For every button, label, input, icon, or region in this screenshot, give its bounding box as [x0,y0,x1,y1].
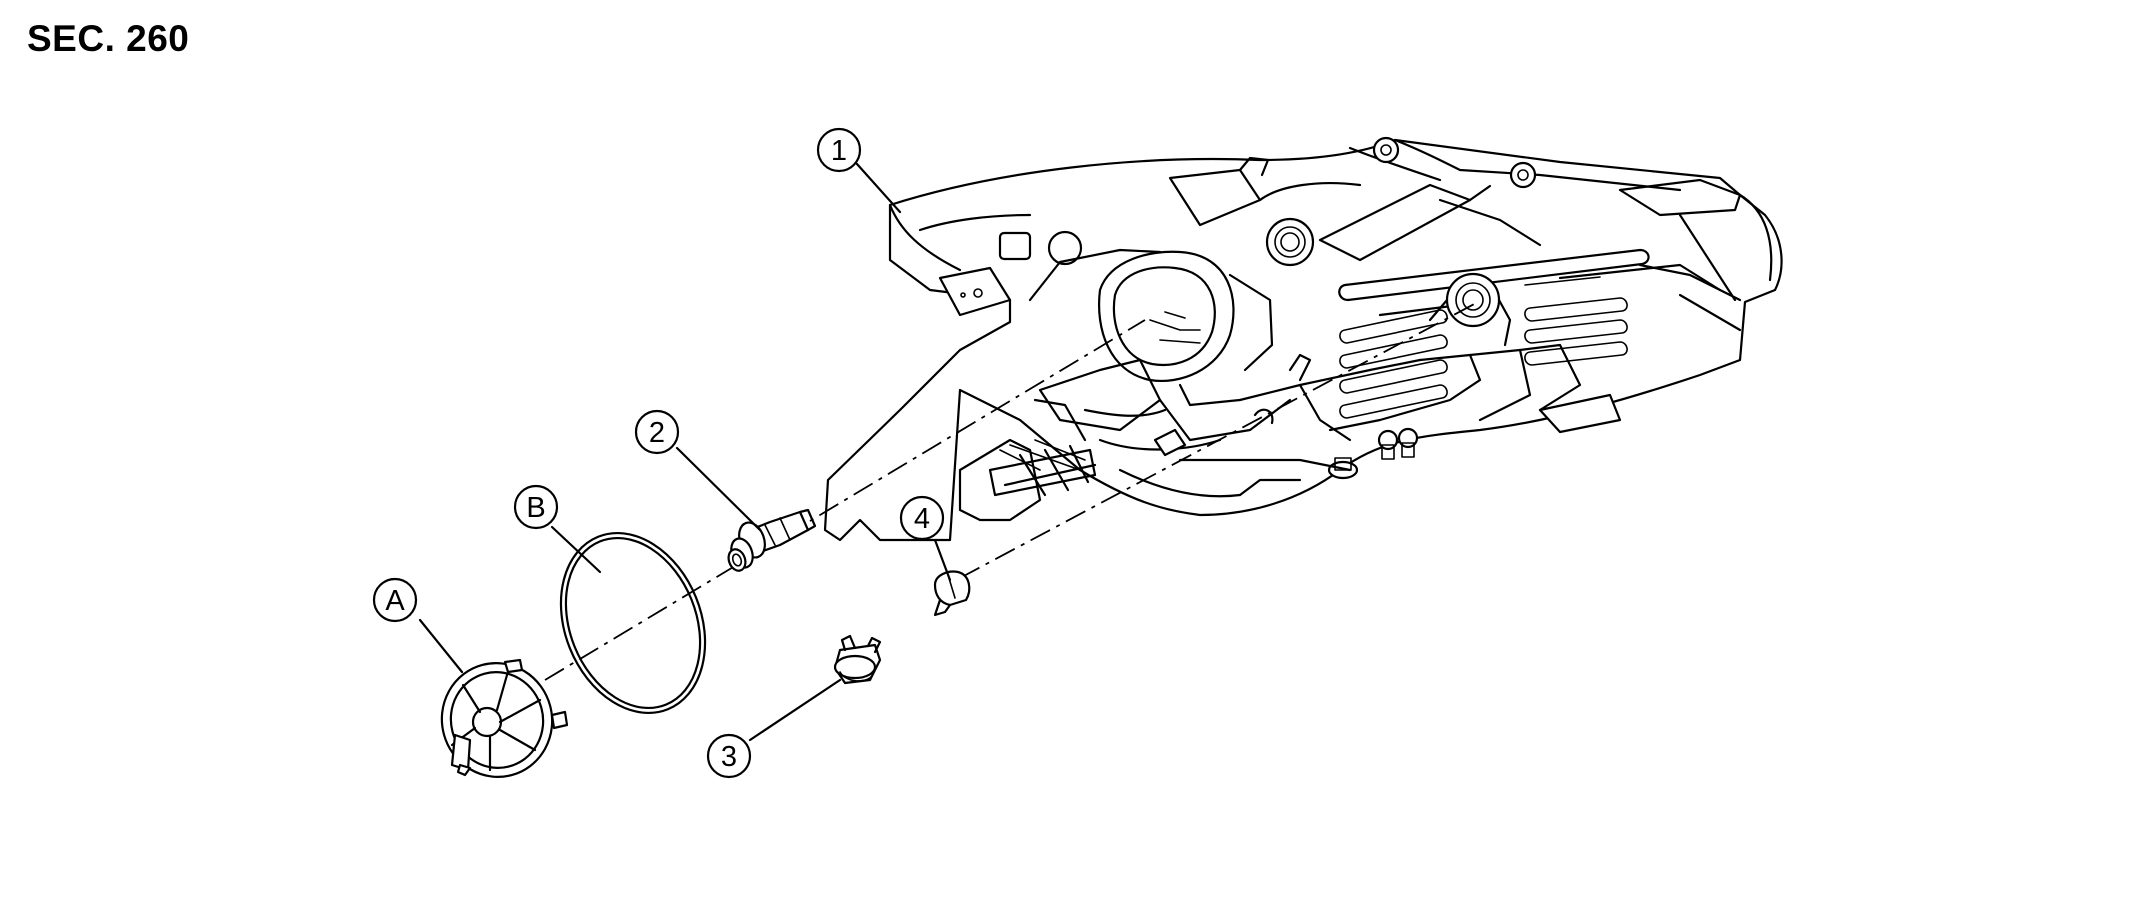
leader-line-2 [675,446,762,532]
leader-lines [418,162,952,742]
leader-line-A [418,618,464,674]
callout-4: 4 [899,495,945,541]
callout-A: A [372,577,418,623]
callout-label-2: 2 [649,417,665,449]
callout-label-A: A [385,585,405,617]
headlamp-housing [823,136,1783,542]
leader-line-3 [748,678,842,742]
axis-line-low-beam [544,319,1146,681]
leader-line-4 [933,538,952,582]
o-ring-B [559,531,707,715]
callout-B: B [513,484,559,530]
callout-3: 3 [706,733,752,779]
axis-line-turn-signal [959,301,1479,579]
callout-2: 2 [634,409,680,455]
bulb-part-2 [727,508,817,572]
callout-label-3: 3 [721,741,737,773]
section-title: SEC. 260 [27,18,190,59]
callout-label-4: 4 [914,503,930,535]
callout-1: 1 [816,127,862,173]
bulb-part-3 [833,634,882,685]
assembly-axis-lines [544,301,1479,681]
bulb-part-4 [933,570,971,617]
callout-label-B: B [526,492,545,524]
callout-label-1: 1 [831,135,847,167]
leader-line-1 [855,162,902,214]
bulb-cap-A [440,658,569,778]
leader-line-B [550,525,602,574]
